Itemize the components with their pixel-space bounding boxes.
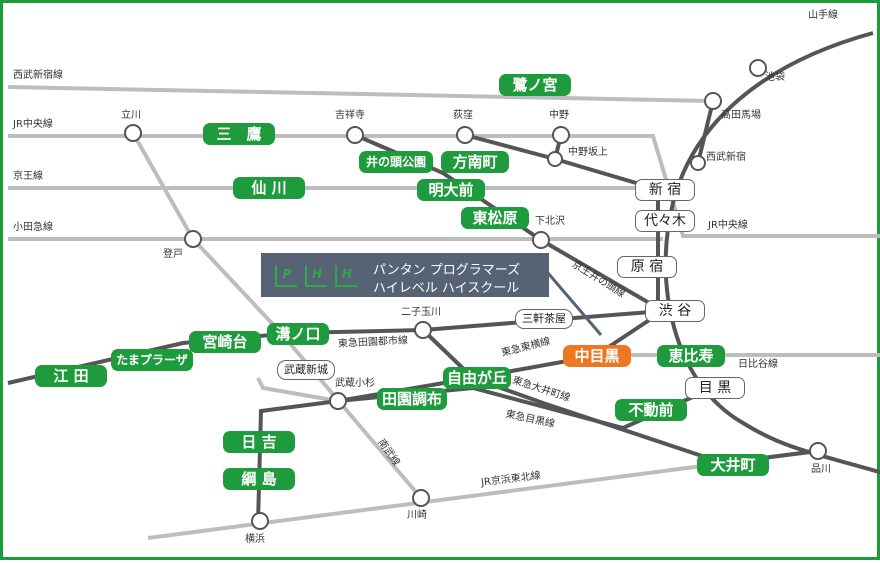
station-nakameguro[interactable]: 中目黒 <box>563 345 631 367</box>
line-label-jr-chuo: JR中央線 <box>13 119 53 130</box>
route-lines <box>7 31 880 540</box>
line-label-odakyu: 小田急線 <box>13 222 53 233</box>
line-seibu-shinjuku <box>7 85 714 103</box>
station-higashimatsubara[interactable]: 東松原 <box>461 207 529 229</box>
station-label-tachikawa: 立川 <box>121 110 141 121</box>
station-mizonokuchi[interactable]: 溝ノ口 <box>267 323 329 345</box>
station-label-takadanobaba: 高田馬場 <box>721 110 761 121</box>
station-shinjuku[interactable]: 新 宿 <box>635 179 695 201</box>
station-sangenjaya[interactable]: 三軒茶屋 <box>515 309 573 329</box>
station-label-yokohama: 横浜 <box>245 534 265 545</box>
line-nambu <box>131 132 423 500</box>
station-label-ikebukuro: 池袋 <box>765 72 785 83</box>
station-dot-ogikubo <box>456 126 474 144</box>
logo-letter-h1: H <box>305 265 327 287</box>
station-dot-shinagawa <box>809 442 827 460</box>
logo-letter-p: P <box>275 265 297 287</box>
station-tama-plaza[interactable]: たまプラーザ <box>111 349 193 371</box>
station-harajuku[interactable]: 原 宿 <box>617 256 677 278</box>
station-label-noborito: 登戸 <box>163 249 183 260</box>
station-dot-yokohama <box>251 512 269 530</box>
station-label-kawasaki: 川崎 <box>407 510 427 521</box>
station-miyazakidai[interactable]: 宮崎台 <box>189 331 261 353</box>
station-shibuya[interactable]: 渋 谷 <box>645 300 705 322</box>
line-label-jr-chuo-right: JR中央線 <box>708 220 748 231</box>
station-dot-shimokitazawa <box>532 231 550 249</box>
station-label-kichijoji: 吉祥寺 <box>335 110 365 121</box>
station-dot-ikebukuro <box>749 59 767 77</box>
station-dot-kawasaki <box>412 489 430 507</box>
station-meguro[interactable]: 目 黒 <box>685 377 745 399</box>
station-honancho[interactable]: 方南町 <box>441 151 509 173</box>
station-label-seibu-shinjuku: 西武新宿 <box>706 152 746 163</box>
station-label-shinagawa: 品川 <box>811 464 831 475</box>
line-label-yamanote: 山手線 <box>808 10 838 21</box>
station-meidaimae[interactable]: 明大前 <box>417 179 485 201</box>
station-dot-musashikosugi <box>329 392 347 410</box>
line-seibu-2 <box>696 100 715 164</box>
school-name-line1: パンタン プログラマーズ <box>373 263 521 278</box>
station-dot-kichijoji <box>346 126 364 144</box>
station-tsunashima[interactable]: 綱 島 <box>223 468 295 490</box>
station-label-musashikosugi: 武蔵小杉 <box>335 378 375 389</box>
school-name-line2: ハイレベル ハイスクール <box>373 281 520 296</box>
station-label-nakanosakaue: 中野坂上 <box>568 147 608 158</box>
station-saginomiya[interactable]: 鷺ノ宮 <box>499 74 571 96</box>
station-fudomae[interactable]: 不動前 <box>615 399 687 421</box>
station-dot-takadanobaba <box>704 92 722 110</box>
station-label-ogikubo: 荻窪 <box>453 110 473 121</box>
station-inokashira-koen[interactable]: 井の頭公園 <box>359 151 433 173</box>
station-jiyugaoka[interactable]: 自由が丘 <box>443 367 511 389</box>
line-label-seibu-shinjuku: 西武新宿線 <box>13 70 63 81</box>
station-label-nakano: 中野 <box>549 110 569 121</box>
station-dot-nakano <box>552 126 570 144</box>
station-oimachi[interactable]: 大井町 <box>697 454 769 476</box>
station-dot-futakotamagawa <box>414 321 432 339</box>
station-dot-seibu-shinjuku <box>690 155 706 171</box>
line-yamanote <box>663 31 880 475</box>
line-label-hibiya: 日比谷線 <box>738 359 778 370</box>
station-denenchofu[interactable]: 田園調布 <box>377 388 447 410</box>
school-logo: P H H <box>275 265 357 287</box>
line-label-keio: 京王線 <box>13 171 43 182</box>
station-dot-tachikawa <box>124 124 142 142</box>
station-mitaka[interactable]: 三 鷹 <box>203 123 275 145</box>
station-hiyoshi[interactable]: 日 吉 <box>223 431 295 453</box>
station-dot-noborito <box>184 230 202 248</box>
station-label-futakotamagawa: 二子玉川 <box>401 307 441 318</box>
logo-letter-h2: H <box>335 265 357 287</box>
station-label-shimokitazawa: 下北沢 <box>535 216 565 227</box>
school-banner[interactable]: P H H パンタン プログラマーズ ハイレベル ハイスクール <box>261 253 549 297</box>
line-musashi-shinjo <box>256 377 339 403</box>
station-yoyogi[interactable]: 代々木 <box>635 210 695 232</box>
station-dot-nakanosakaue <box>547 151 563 167</box>
station-musashi-shinjo[interactable]: 武蔵新城 <box>277 360 335 380</box>
station-sengawa[interactable]: 仙 川 <box>233 177 305 199</box>
station-ebisu[interactable]: 恵比寿 <box>657 345 725 367</box>
station-eda[interactable]: 江 田 <box>35 365 107 387</box>
